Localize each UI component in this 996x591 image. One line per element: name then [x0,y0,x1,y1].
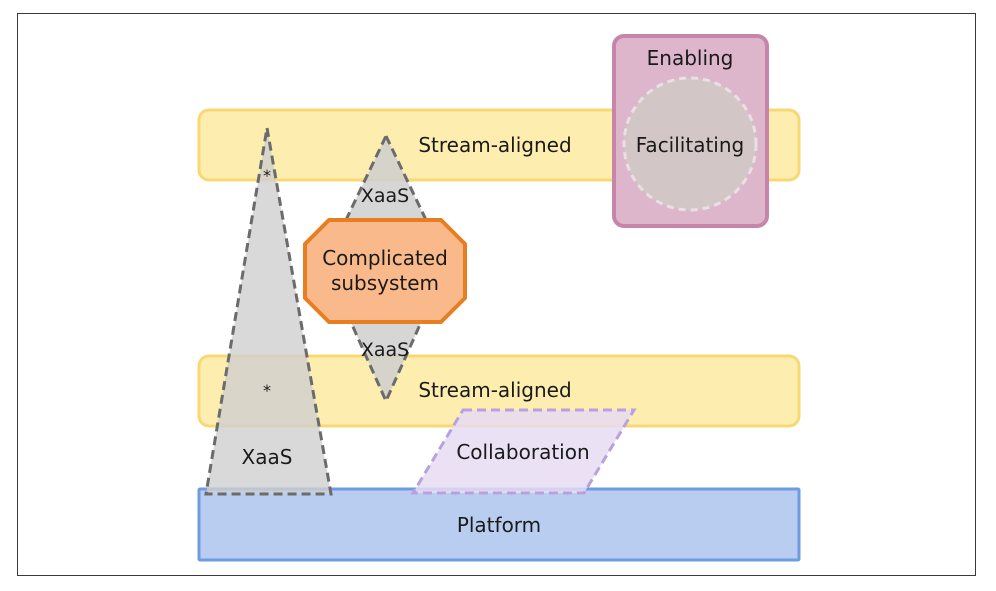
complicated-subsystem-octagon [303,218,467,324]
platform-label: Platform [457,513,541,537]
collaboration-shape [410,408,637,495]
facilitating-circle [622,76,758,212]
stream-aligned-label-top: Stream-aligned [418,133,571,157]
collaboration-label: Collaboration [456,440,589,464]
enabling-label: Enabling [647,46,734,70]
xaas-diamond-label-top: XaaS [361,185,409,207]
facilitating-label: Facilitating [636,133,744,157]
xaas-triangle-star-mid: * [263,381,271,400]
xaas-triangle-label: XaaS [242,445,293,469]
stream-aligned-label-bottom: Stream-aligned [418,378,571,402]
xaas-triangle [204,127,333,496]
xaas-triangle-star-top: * [263,166,271,185]
xaas-diamond-label-bottom: XaaS [361,339,409,361]
complicated-subsystem-line1: Complicated [322,246,448,270]
complicated-subsystem-line2: subsystem [331,271,439,295]
